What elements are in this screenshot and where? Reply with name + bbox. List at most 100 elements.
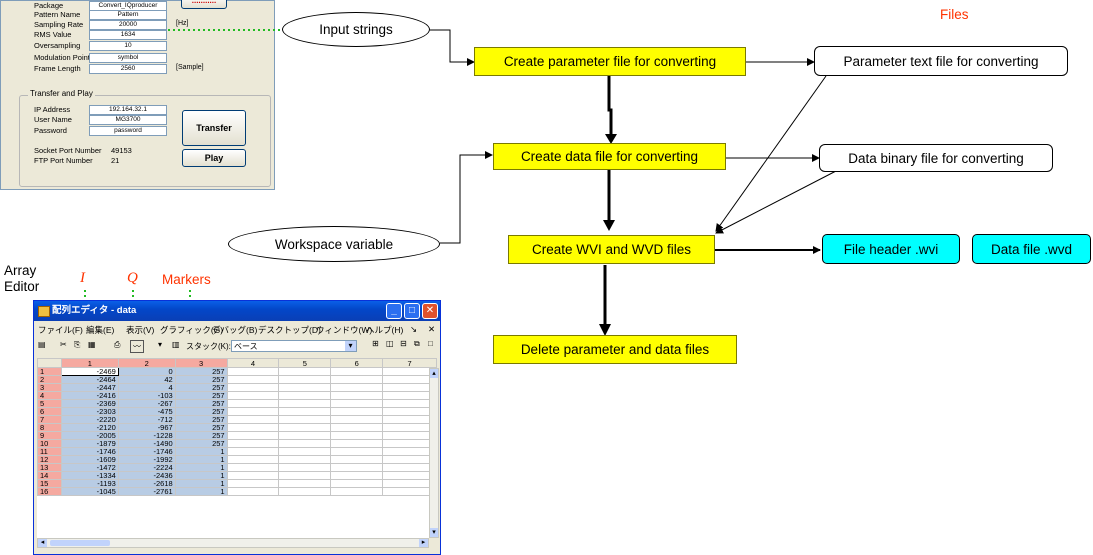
empty-cell[interactable] bbox=[278, 431, 332, 440]
empty-cell[interactable] bbox=[226, 423, 280, 432]
empty-cell[interactable] bbox=[226, 367, 280, 376]
settings-row-value[interactable]: 1634 bbox=[89, 30, 167, 40]
empty-cell[interactable] bbox=[330, 479, 384, 488]
empty-cell[interactable] bbox=[330, 423, 384, 432]
empty-cell[interactable] bbox=[330, 407, 384, 416]
transfer-button[interactable]: Transfer bbox=[182, 110, 246, 146]
menu-dock-icon[interactable]: ↘ bbox=[410, 324, 418, 334]
scroll-down-icon[interactable]: ▾ bbox=[430, 528, 438, 537]
row-header[interactable]: 16 bbox=[37, 487, 62, 496]
print-icon[interactable]: ⎙ bbox=[114, 340, 121, 349]
empty-cell[interactable] bbox=[330, 415, 384, 424]
empty-cell[interactable] bbox=[278, 367, 332, 376]
empty-cell[interactable] bbox=[278, 447, 332, 456]
table-cell[interactable]: 1 bbox=[174, 463, 228, 472]
empty-cell[interactable] bbox=[226, 447, 280, 456]
menu-close-icon[interactable]: ✕ bbox=[428, 324, 436, 334]
empty-cell[interactable] bbox=[226, 391, 280, 400]
empty-cell[interactable] bbox=[330, 383, 384, 392]
close-icon[interactable]: ✕ bbox=[422, 303, 438, 319]
column-header[interactable]: 3 bbox=[174, 358, 228, 368]
menu-window[interactable]: ウィンドウ(W) bbox=[316, 325, 373, 335]
table-cell[interactable]: 1 bbox=[174, 447, 228, 456]
table-cell[interactable]: -2761 bbox=[117, 487, 176, 496]
plot-dropdown-icon[interactable]: ▾ bbox=[158, 340, 163, 349]
empty-cell[interactable] bbox=[330, 367, 384, 376]
stack-select[interactable]: ベース ▾ bbox=[231, 340, 357, 352]
table-cell[interactable]: 1 bbox=[174, 455, 228, 464]
empty-cell[interactable] bbox=[226, 439, 280, 448]
table-cell[interactable]: 1 bbox=[174, 487, 228, 496]
empty-cell[interactable] bbox=[330, 431, 384, 440]
play-button[interactable]: Play bbox=[182, 149, 246, 167]
empty-cell[interactable] bbox=[278, 375, 332, 384]
settings-row-value[interactable]: symbol bbox=[89, 53, 167, 63]
float-icon[interactable]: ⧉ bbox=[414, 339, 420, 348]
column-header[interactable]: 7 bbox=[382, 358, 437, 368]
generate-button[interactable]: ........... bbox=[181, 0, 227, 9]
empty-cell[interactable] bbox=[330, 439, 384, 448]
menu-view[interactable]: 表示(V) bbox=[126, 325, 155, 335]
empty-cell[interactable] bbox=[278, 383, 332, 392]
settings-row-value[interactable]: 10 bbox=[89, 41, 167, 51]
scroll-left-icon[interactable]: ◂ bbox=[38, 539, 47, 547]
menu-graphics[interactable]: グラフィック(G) bbox=[160, 325, 224, 335]
scroll-thumb[interactable] bbox=[50, 540, 110, 546]
transfer-row-value[interactable]: 192.164.32.1 bbox=[89, 105, 167, 115]
import-icon[interactable]: ▤ bbox=[38, 340, 46, 349]
menu-debug[interactable]: デバッグ(B) bbox=[212, 325, 258, 335]
scroll-right-icon[interactable]: ▸ bbox=[419, 539, 428, 547]
empty-cell[interactable] bbox=[226, 463, 280, 472]
settings-row-value[interactable]: 20000 bbox=[89, 20, 167, 30]
empty-cell[interactable] bbox=[278, 391, 332, 400]
empty-cell[interactable] bbox=[330, 391, 384, 400]
table-cell[interactable]: 1 bbox=[174, 471, 228, 480]
empty-cell[interactable] bbox=[226, 487, 280, 496]
empty-cell[interactable] bbox=[278, 407, 332, 416]
table-cell[interactable]: 42 bbox=[117, 375, 176, 384]
settings-row-value[interactable]: Pattern bbox=[89, 10, 167, 20]
transfer-row-value[interactable]: MG3700 bbox=[89, 115, 167, 125]
settings-row-value[interactable]: 2560 bbox=[89, 64, 167, 74]
empty-cell[interactable] bbox=[278, 455, 332, 464]
empty-cell[interactable] bbox=[226, 407, 280, 416]
empty-cell[interactable] bbox=[330, 471, 384, 480]
paste-icon[interactable]: ▦ bbox=[88, 340, 96, 349]
empty-cell[interactable] bbox=[226, 479, 280, 488]
empty-cell[interactable] bbox=[226, 415, 280, 424]
split-left-right-icon[interactable]: ◫ bbox=[386, 339, 394, 348]
copy-icon[interactable]: ⎘ bbox=[74, 340, 81, 349]
empty-cell[interactable] bbox=[226, 455, 280, 464]
maximize-pane-icon[interactable]: □ bbox=[428, 339, 433, 348]
empty-cell[interactable] bbox=[226, 399, 280, 408]
empty-cell[interactable] bbox=[278, 463, 332, 472]
empty-cell[interactable] bbox=[330, 447, 384, 456]
empty-cell[interactable] bbox=[278, 479, 332, 488]
minimize-icon[interactable]: _ bbox=[386, 303, 402, 319]
column-header[interactable]: 6 bbox=[330, 358, 384, 368]
empty-cell[interactable] bbox=[330, 375, 384, 384]
empty-cell[interactable] bbox=[278, 471, 332, 480]
menu-desktop[interactable]: デスクトップ(D) bbox=[258, 325, 321, 335]
horizontal-scrollbar[interactable]: ◂ ▸ bbox=[37, 538, 429, 548]
tile-icon[interactable]: ⊞ bbox=[372, 339, 379, 348]
empty-cell[interactable] bbox=[278, 399, 332, 408]
empty-cell[interactable] bbox=[226, 375, 280, 384]
menu-file[interactable]: ファイル(F) bbox=[38, 325, 83, 335]
empty-cell[interactable] bbox=[330, 455, 384, 464]
table-cell[interactable]: 257 bbox=[174, 439, 228, 448]
column-header[interactable]: 5 bbox=[278, 358, 332, 368]
empty-cell[interactable] bbox=[278, 423, 332, 432]
empty-cell[interactable] bbox=[226, 383, 280, 392]
maximize-icon[interactable]: □ bbox=[404, 303, 420, 319]
empty-cell[interactable] bbox=[278, 487, 332, 496]
table-cell[interactable]: 1 bbox=[174, 479, 228, 488]
empty-cell[interactable] bbox=[330, 399, 384, 408]
empty-cell[interactable] bbox=[226, 431, 280, 440]
plot-icon[interactable]: 〰 bbox=[130, 340, 144, 353]
table-cell[interactable]: -1045 bbox=[60, 487, 119, 496]
menu-help[interactable]: ヘルプ(H) bbox=[366, 325, 404, 335]
split-top-bottom-icon[interactable]: ⊟ bbox=[400, 339, 407, 348]
empty-cell[interactable] bbox=[330, 463, 384, 472]
